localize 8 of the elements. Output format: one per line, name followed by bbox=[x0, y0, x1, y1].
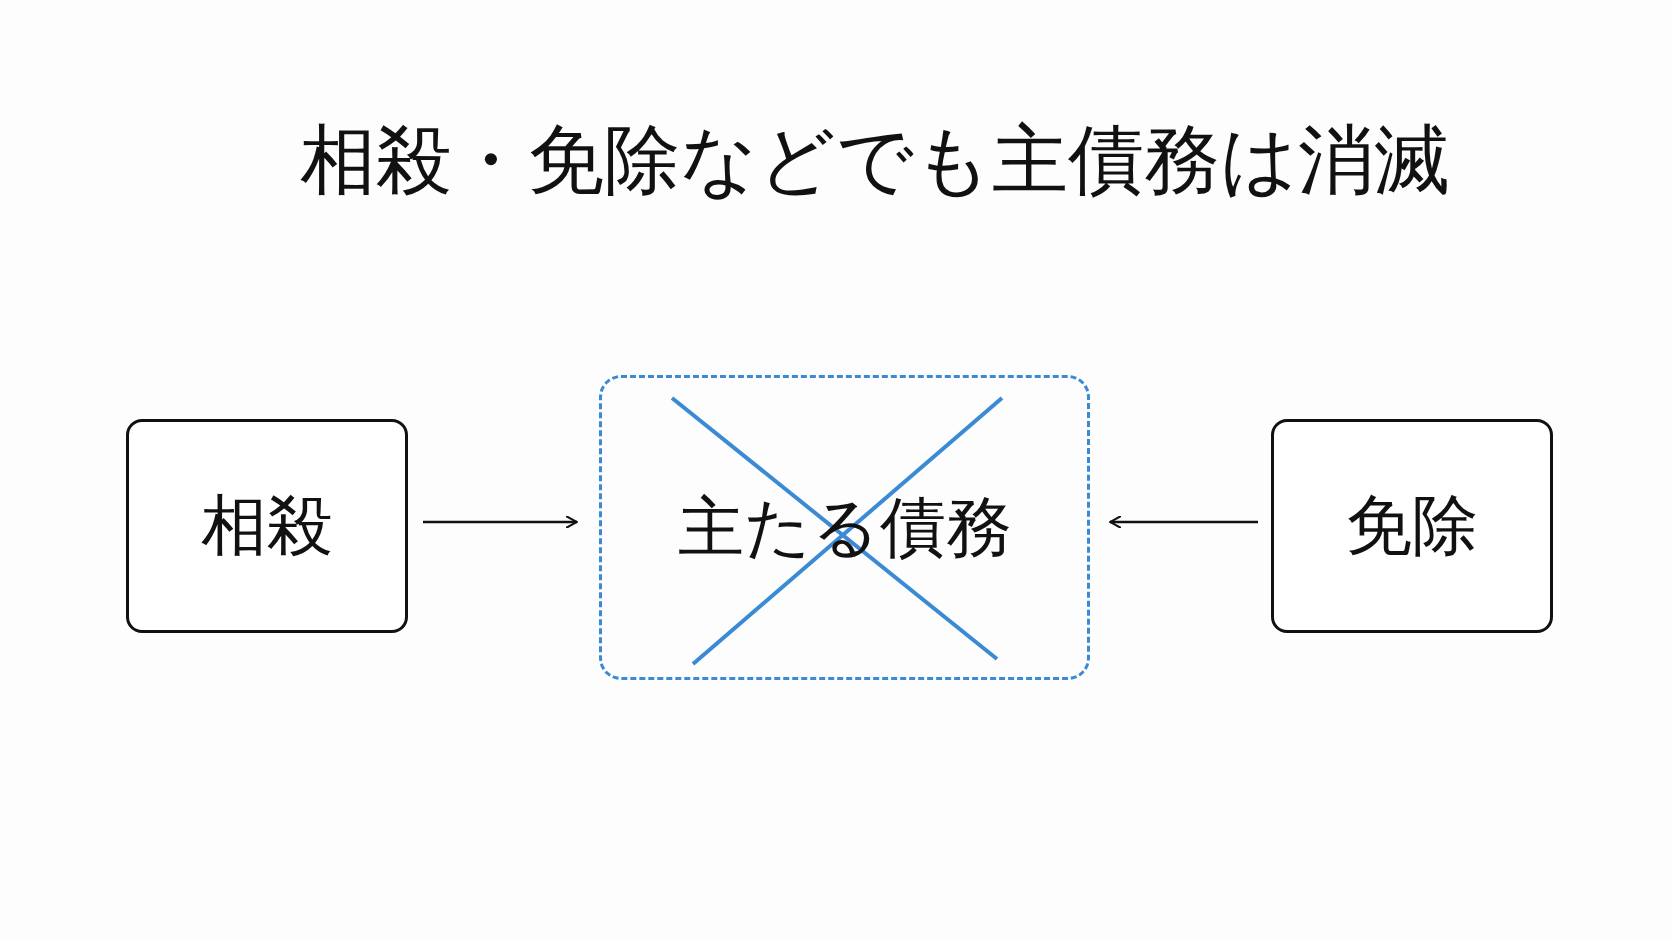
arrow bbox=[1109, 515, 1258, 529]
arrow bbox=[423, 515, 578, 529]
title: 相殺・免除などでも主債務は消滅 bbox=[299, 114, 1451, 206]
process-box bbox=[1271, 419, 1553, 633]
process-box bbox=[126, 419, 408, 633]
box-label: 相殺 bbox=[201, 486, 333, 566]
box-label: 免除 bbox=[1346, 486, 1478, 566]
crossed-out-box bbox=[599, 375, 1090, 680]
